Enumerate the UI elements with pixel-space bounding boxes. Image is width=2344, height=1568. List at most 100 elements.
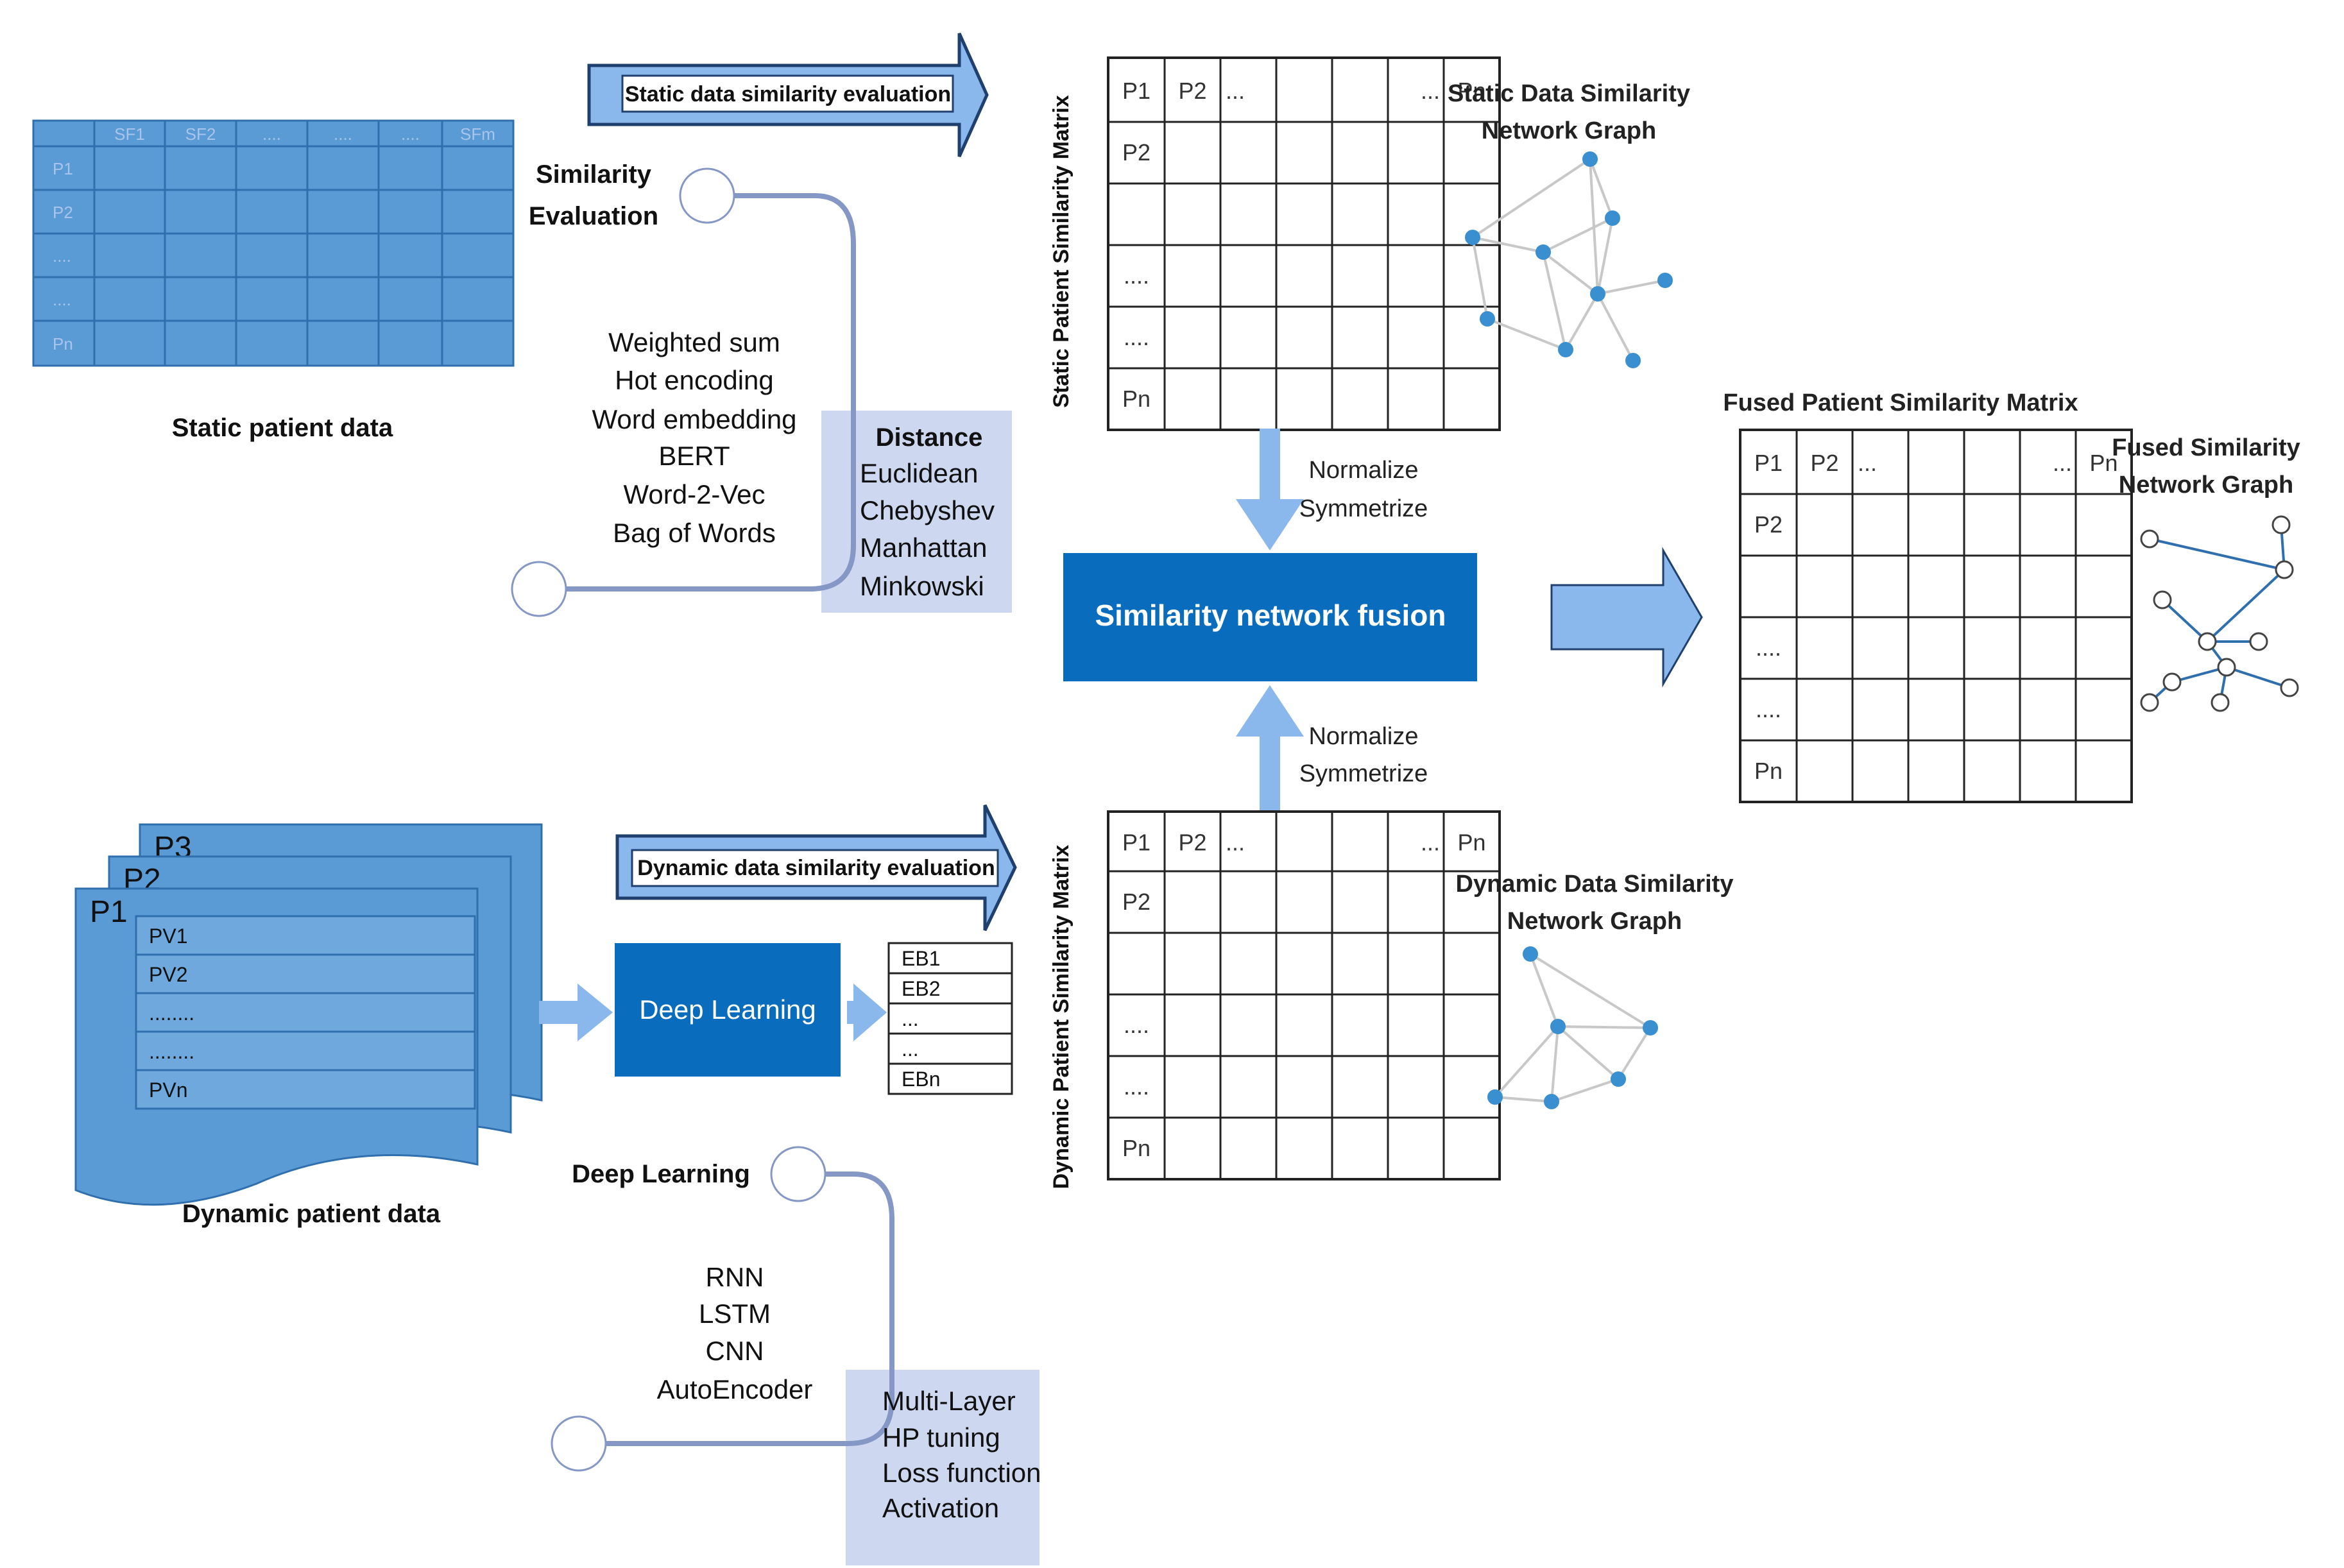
matrix-row-label: P2	[1754, 511, 1783, 538]
graph-edge	[1487, 318, 1566, 351]
static-col-header: SF1	[114, 124, 145, 144]
embedding-row	[887, 942, 1013, 975]
matrix-col-header: P2	[1178, 78, 1206, 104]
normalize-arrow-up	[1236, 685, 1304, 816]
dynamic-eval-arrow: Dynamic data similarity evaluation	[615, 804, 1017, 932]
graph-edge	[1551, 1078, 1619, 1103]
deep-learning-label: Deep Learning	[572, 1160, 750, 1188]
fused-network-graph	[2140, 515, 2299, 712]
matrix-row-label: ....	[1124, 1073, 1149, 1100]
patient-visit-row	[135, 1069, 476, 1110]
dl-param: Loss function	[882, 1458, 1041, 1488]
graph-edge	[1494, 1025, 1559, 1098]
dl-param: HP tuning	[882, 1422, 1000, 1453]
encoding-method: Bag of Words	[613, 518, 776, 548]
embedding-label: EBn	[902, 1068, 940, 1091]
static-col-header: ....	[262, 124, 281, 144]
static-row-label: ....	[53, 290, 71, 309]
deep-learning-box	[615, 943, 841, 1077]
matrix-col-header: ...	[1226, 830, 1245, 856]
matrix-col-header: ...	[2053, 450, 2072, 476]
graph-node	[1523, 946, 1538, 962]
patient-visit-label: ........	[149, 1001, 194, 1025]
graph-edge	[1529, 953, 1652, 1029]
matrix-col-header: ...	[1226, 78, 1245, 104]
patient-visit-label: PV2	[149, 963, 187, 986]
similarity-evaluation-label-1: Similarity	[536, 160, 652, 189]
graph-node	[1625, 353, 1641, 368]
graph-node	[1536, 244, 1551, 260]
static-row-label: P1	[53, 159, 73, 178]
patient-visit-row	[135, 915, 476, 956]
matrix-row-label: P2	[1122, 139, 1151, 166]
patient-visit-label: ........	[149, 1040, 194, 1063]
graph-edge	[2161, 599, 2209, 643]
dl-param: Multi-Layer	[882, 1386, 1016, 1416]
distance-metric: Chebyshev	[860, 495, 995, 525]
patient-visit-label: PV1	[149, 925, 187, 948]
graph-node	[1611, 1071, 1626, 1087]
normalize-bottom-line2: Symmetrize	[1299, 760, 1428, 787]
encoding-method: Word-2-Vec	[624, 479, 766, 509]
embedding-row	[887, 972, 1013, 1005]
graph-edge	[1472, 236, 1544, 253]
matrix-col-header: P2	[1810, 450, 1838, 476]
graph-node	[2140, 529, 2159, 549]
graph-node	[1643, 1020, 1658, 1035]
graph-node	[1487, 1089, 1503, 1105]
dl-curve	[581, 1172, 894, 1446]
static-eval-arrow-label: Static data similarity evaluation	[625, 82, 951, 107]
graph-node	[1550, 1019, 1566, 1034]
static-network-graph	[1465, 151, 1673, 368]
encoding-method: Word embedding	[592, 404, 796, 434]
static-graph-title-2: Network Graph	[1482, 117, 1656, 144]
graph-edge	[1494, 1096, 1552, 1103]
graph-edge	[1596, 293, 1634, 361]
embedding-label: EB1	[902, 947, 940, 970]
normalize-top-line2: Symmetrize	[1299, 495, 1428, 522]
graph-edge	[1542, 251, 1567, 350]
graph-node	[2280, 678, 2299, 697]
matrix-col-header: P2	[1178, 830, 1206, 856]
static-col-header: SF2	[185, 124, 216, 144]
graph-node	[2271, 515, 2291, 534]
fusion-output-arrow	[1550, 547, 1703, 688]
dynamic-patient-data-label: Dynamic patient data	[182, 1200, 441, 1228]
dynamic-network-graph	[1487, 946, 1658, 1109]
similarity-fusion-label: Similarity network fusion	[1095, 599, 1446, 632]
graph-node	[2140, 693, 2159, 712]
static-eval-arrow: Static data similarity evaluation	[587, 32, 989, 158]
matrix-row-label: ....	[1756, 635, 1781, 661]
fused-graph-title-2: Network Graph	[2119, 472, 2293, 499]
dl-model: CNN	[706, 1336, 764, 1366]
normalize-top-line1: Normalize	[1308, 457, 1418, 484]
matrix-col-header: P1	[1122, 830, 1151, 856]
distance-title: Distance	[876, 423, 983, 452]
graph-node	[2211, 693, 2230, 712]
normalize-bottom-line1: Normalize	[1308, 723, 1418, 750]
matrix-col-header: ...	[1421, 830, 1440, 856]
static-row-label: P2	[53, 203, 73, 222]
matrix-col-header: ...	[1421, 78, 1440, 104]
dynamic-eval-arrow-label: Dynamic data similarity evaluation	[637, 856, 995, 880]
static-row-label: Pn	[53, 334, 73, 354]
normalize-arrow-down	[1236, 429, 1304, 550]
embedding-label: ...	[902, 1037, 919, 1061]
matrix-col-header: Pn	[1457, 78, 1485, 104]
graph-node	[2162, 672, 2182, 692]
graph-edge	[2171, 666, 2227, 683]
graph-edge	[1550, 1026, 1559, 1102]
graph-node	[2217, 658, 2236, 677]
matrix-row-label: ....	[1124, 262, 1149, 289]
dynamic-graph-title-2: Network Graph	[1507, 908, 1682, 935]
matrix-col-header: Pn	[2089, 450, 2117, 476]
distance-metric: Euclidean	[860, 458, 978, 488]
matrix-row-label: ....	[1756, 696, 1781, 722]
graph-edge	[1589, 158, 1614, 219]
distance-metric: Minkowski	[860, 571, 984, 601]
